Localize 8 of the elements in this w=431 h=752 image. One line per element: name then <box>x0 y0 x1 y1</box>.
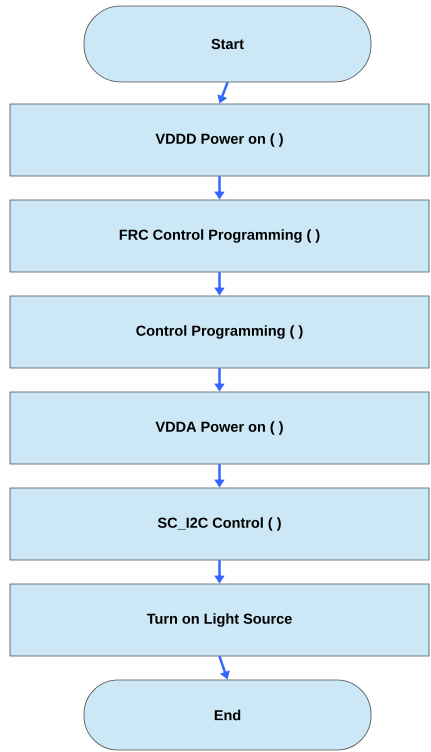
process-box: SC_I2C Control ( ) <box>10 488 430 560</box>
process-box: FRC Control Programming ( ) <box>10 200 430 272</box>
process-box: VDDA Power on ( ) <box>10 392 430 464</box>
process-box: Turn on Light Source <box>10 584 430 656</box>
process-box: VDDD Power on ( ) <box>10 104 430 176</box>
terminal-pill: Start <box>84 6 372 82</box>
terminal-pill: End <box>84 680 372 750</box>
process-box: Control Programming ( ) <box>10 296 430 368</box>
